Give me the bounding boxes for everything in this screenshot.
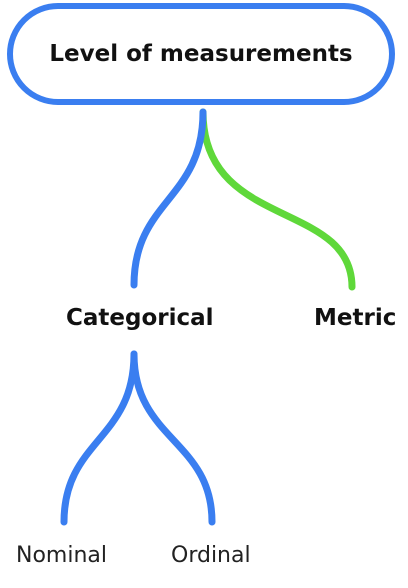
root-node-label: Level of measurements (49, 41, 353, 67)
connector-categorical-to-ordinal (130, 350, 216, 526)
root-node: Level of measurements (7, 3, 395, 105)
connector-root-to-categorical (130, 108, 207, 289)
connector-root-to-metric (199, 108, 356, 291)
categorical-node-label: Categorical (66, 305, 214, 331)
nominal-leaf-label: Nominal (16, 543, 107, 568)
metric-node-label: Metric (314, 305, 397, 331)
ordinal-leaf-label: Ordinal (171, 543, 251, 568)
connector-categorical-to-nominal (60, 350, 138, 526)
